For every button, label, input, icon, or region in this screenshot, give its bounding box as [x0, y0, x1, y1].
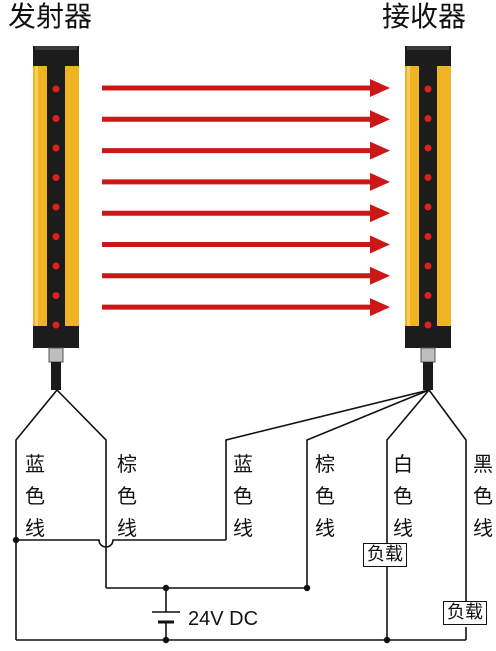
receiver-lens-strip: [419, 66, 437, 328]
junction-dot: [12, 536, 20, 544]
rx-black-wire-label: 黑色线: [473, 452, 493, 540]
receiver-led: [424, 262, 432, 270]
receiver-led: [424, 203, 432, 211]
tx-brown-wire-label: 棕色线: [117, 452, 137, 540]
beam-arrow-head: [370, 235, 390, 254]
rx-brown-wire-label: 棕色线: [315, 452, 335, 540]
receiver-housing-highlight: [407, 66, 410, 328]
beam-arrow-head: [370, 298, 390, 317]
transmitter-led: [52, 262, 60, 270]
negative-bus: [16, 539, 226, 548]
transmitter-connector: [48, 347, 64, 363]
beam-arrow-head: [370, 141, 390, 160]
junction-dot: [383, 636, 391, 644]
receiver-led: [424, 144, 432, 152]
beam-arrow-head: [370, 172, 390, 191]
transmitter-lens-strip: [47, 66, 65, 328]
supply-label: 24V DC: [188, 608, 259, 630]
beam-arrow-head: [370, 204, 390, 223]
receiver-led: [424, 115, 432, 122]
rx-white-wire: [386, 389, 430, 545]
rx-black-wire: [428, 389, 467, 601]
receiver-led: [424, 233, 432, 240]
beam-arrow-head: [370, 266, 390, 285]
rx-blue-wire-label: 蓝色线: [233, 452, 253, 540]
junction-dot: [162, 636, 170, 644]
junction-dot: [303, 584, 311, 592]
transmitter-led: [52, 233, 60, 240]
beam-arrow-head: [370, 79, 390, 97]
transmitter-led: [52, 203, 60, 211]
load-box-white: 负载: [363, 543, 407, 567]
junction-dot: [162, 584, 170, 592]
beam-arrow-head: [370, 110, 390, 129]
transmitter-led: [52, 321, 60, 329]
receiver-top-cap: [405, 46, 451, 68]
transmitter-device: [33, 46, 79, 390]
rx-brown-wire: [306, 389, 430, 588]
transmitter-top-cap: [33, 46, 79, 68]
receiver-led: [424, 174, 432, 181]
receiver-device: [405, 46, 451, 390]
transmitter-housing-highlight: [35, 66, 38, 328]
receiver-connector: [420, 347, 436, 363]
tx-blue-wire: [15, 389, 58, 640]
tx-brown-wire: [56, 389, 107, 588]
transmitter-title: 发射器: [8, 0, 93, 33]
transmitter-led: [52, 144, 60, 152]
transmitter-led: [52, 174, 60, 181]
transmitter-bottom-cap: [33, 326, 79, 348]
rx-blue-wire: [225, 389, 430, 540]
receiver-cable: [423, 362, 433, 390]
transmitter-led: [52, 292, 60, 299]
load-box-black: 负载: [443, 601, 487, 625]
transmitter-top-cap-edge: [35, 46, 77, 50]
transmitter-cable: [51, 362, 61, 390]
rx-white-wire-label: 白色线: [393, 452, 413, 540]
wiring: [12, 389, 467, 644]
transmitter-led: [52, 115, 60, 122]
receiver-bottom-cap: [405, 326, 451, 348]
transmitter-led: [52, 85, 60, 93]
receiver-led: [424, 85, 432, 93]
receiver-led: [424, 292, 432, 299]
receiver-title: 接收器: [382, 0, 467, 33]
tx-blue-wire-label: 蓝色线: [25, 452, 45, 540]
light-beams: [102, 79, 390, 317]
receiver-led: [424, 321, 432, 329]
receiver-top-cap-edge: [407, 46, 449, 50]
